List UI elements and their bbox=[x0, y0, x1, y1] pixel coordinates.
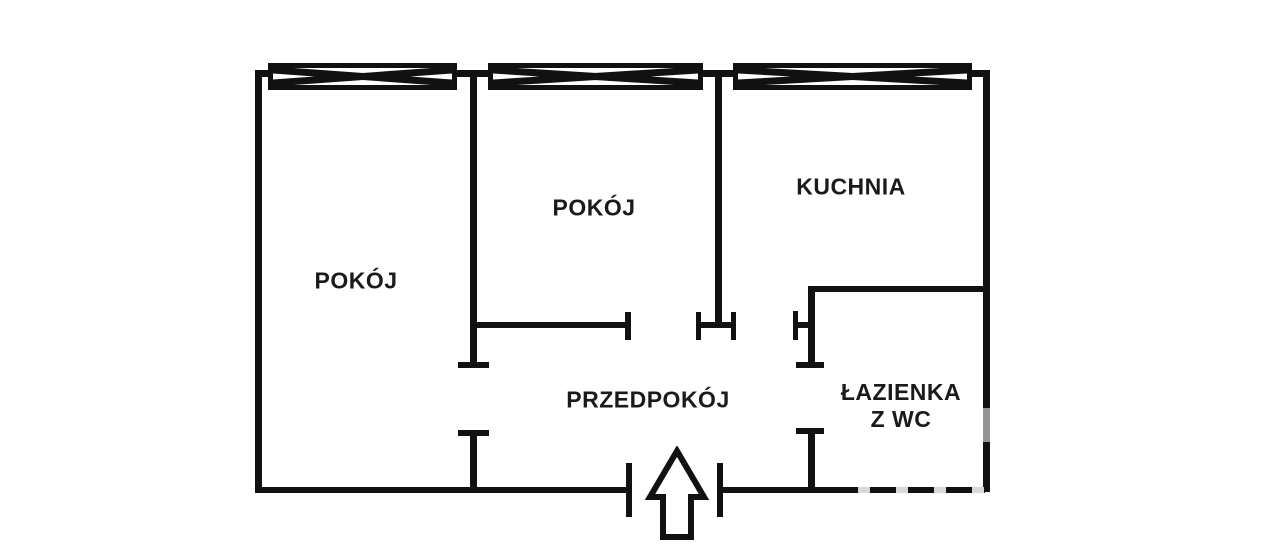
entry-door-jamb-left bbox=[626, 463, 632, 517]
wall-bottom-mid bbox=[722, 487, 832, 493]
wall-bathroom-top bbox=[808, 286, 985, 292]
window-icon-room-left bbox=[268, 63, 457, 90]
wall-divider-left-upper bbox=[470, 75, 477, 367]
wall-room-middle-bottom bbox=[470, 322, 629, 328]
room-label-pokoj-left: POKÓJ bbox=[314, 267, 398, 294]
watermark-fade bbox=[979, 408, 993, 442]
wall-top-stub-c bbox=[702, 70, 734, 77]
entrance-arrow-icon bbox=[643, 445, 711, 543]
room-label-lazienka-line2: Z WC bbox=[870, 406, 932, 432]
wall-bottom-right-faded bbox=[832, 487, 985, 493]
window-icon-room-middle bbox=[488, 63, 703, 90]
room-label-lazienka: ŁAZIENKA Z WC bbox=[841, 379, 961, 433]
wall-top-stub-a bbox=[255, 70, 270, 77]
room-label-pokoj-middle: POKÓJ bbox=[552, 194, 636, 221]
wall-bathroom-left-lower bbox=[808, 430, 815, 488]
room-label-kuchnia: KUCHNIA bbox=[796, 173, 906, 200]
window-icon-kitchen bbox=[733, 63, 972, 90]
door-jamb-tick bbox=[625, 312, 631, 340]
wall-divider-left-lower bbox=[470, 432, 477, 488]
entry-door-jamb-right bbox=[717, 463, 723, 517]
door-jamb-tick bbox=[731, 312, 736, 340]
door-jamb-tick bbox=[458, 430, 489, 436]
room-label-lazienka-line1: ŁAZIENKA bbox=[840, 379, 962, 405]
room-label-przedpokoj: PRZEDPOKÓJ bbox=[566, 386, 730, 413]
wall-top-stub-d bbox=[970, 70, 990, 77]
wall-outer-right bbox=[983, 70, 990, 492]
wall-divider-kitchen bbox=[715, 75, 722, 327]
kitchen-door-head bbox=[793, 322, 811, 328]
wall-outer-left bbox=[255, 70, 262, 492]
wall-bathroom-left-upper bbox=[808, 286, 815, 367]
wall-divider-kitchen-foot bbox=[696, 322, 736, 328]
wall-top-stub-b bbox=[457, 70, 490, 77]
door-jamb-tick bbox=[696, 312, 701, 340]
door-jamb-tick bbox=[458, 362, 489, 368]
wall-bottom-left bbox=[255, 487, 628, 493]
door-jamb-tick bbox=[796, 428, 824, 434]
door-jamb-tick bbox=[796, 362, 824, 368]
